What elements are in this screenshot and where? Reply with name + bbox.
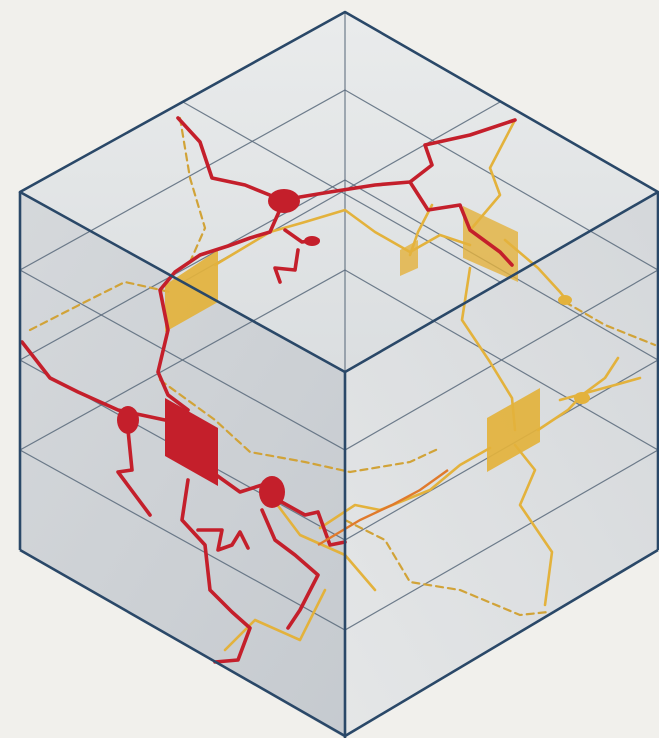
red-node <box>304 236 320 246</box>
red-node <box>117 406 139 434</box>
red-node <box>268 189 300 213</box>
yellow-node <box>558 295 572 305</box>
yellow-node <box>574 392 590 404</box>
red-node <box>259 476 285 508</box>
